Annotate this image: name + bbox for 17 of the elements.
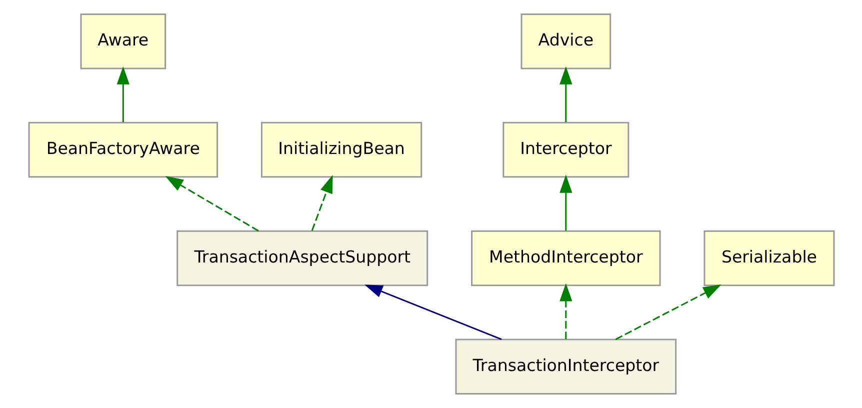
arrow <box>559 66 572 122</box>
node-box: Serializable <box>703 230 834 286</box>
arrow <box>559 283 572 340</box>
node-box: TransactionInterceptor <box>454 338 676 394</box>
node-box: Interceptor <box>502 122 629 178</box>
arrow <box>559 174 572 231</box>
node-box: Advice <box>520 14 611 70</box>
arrow <box>164 176 258 232</box>
node-box: InitializingBean <box>260 122 422 178</box>
node-box: TransactionAspectSupport <box>176 230 428 286</box>
arrow <box>310 174 332 231</box>
arrow <box>614 284 721 340</box>
arrow <box>364 284 502 340</box>
arrow <box>116 66 129 122</box>
node-box: BeanFactoryAware <box>28 122 218 178</box>
node-box: MethodInterceptor <box>470 230 660 286</box>
node-box: Aware <box>80 14 166 70</box>
